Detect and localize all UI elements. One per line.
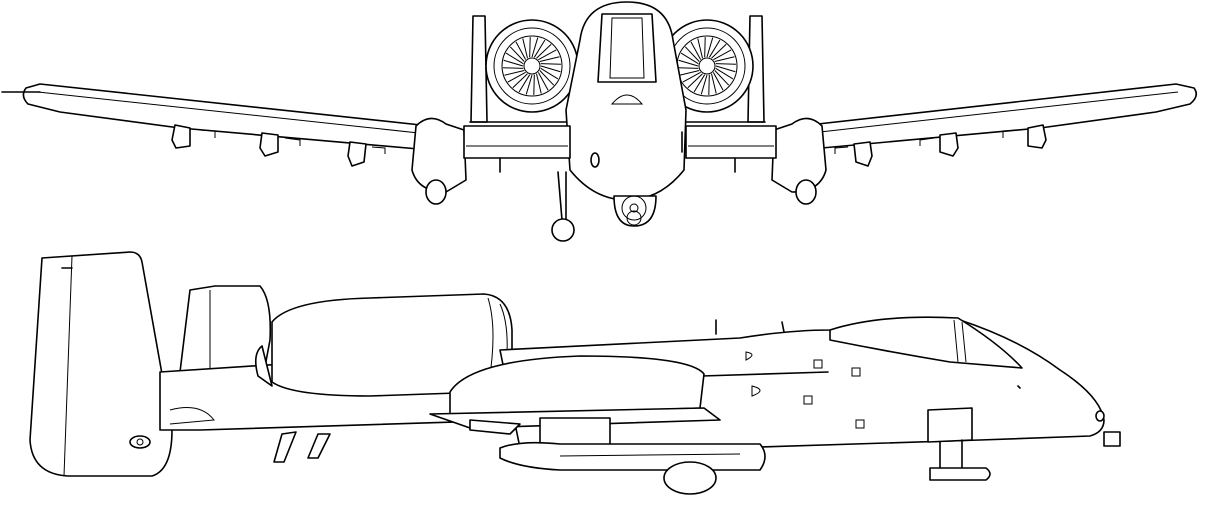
nose-gear-side [927,407,1121,481]
fan-blade [533,74,535,95]
fan-blade [711,73,717,94]
fan-blade [536,43,552,59]
fan-blade [708,39,721,58]
fan-blade [678,59,699,67]
fan-blade [537,72,549,91]
fan-blade [687,73,703,89]
fan-blade [704,37,706,58]
front-view [1,1,1198,242]
fan-blade [540,63,561,65]
fan-blade [540,67,559,80]
fan-blade [507,71,526,83]
fan-blade [714,56,735,62]
fan-blade [518,74,531,93]
fan-blade [684,46,700,62]
fan-blade [715,65,736,73]
fan-blade [682,71,701,83]
fan-blade [539,56,560,62]
fan-blade [529,37,531,58]
fan-blade [505,52,524,65]
fuselage-front [551,1,687,242]
underwing-stores-side [273,417,766,495]
left-wing [1,83,431,167]
fan-blade [679,70,700,76]
right-gear-pod [685,117,827,205]
fan-blade [706,37,714,58]
fan-blade [504,70,525,76]
fan-blade [538,49,557,61]
fan-blade [515,41,527,60]
fan-blade [697,38,703,59]
fan-blade [713,49,732,61]
fan-blade [522,38,528,59]
fan-blade [503,59,524,67]
fan-blade [503,67,524,69]
fan-blade [540,65,561,73]
right-wing [799,83,1198,167]
fan-blade [536,73,542,94]
side-view [29,251,1121,495]
fan-blade [690,41,702,60]
fan-blade [525,74,533,95]
fan-blade [533,39,546,58]
fan-blade [509,46,525,62]
fan-blade [539,70,555,86]
fan-blade [714,70,730,86]
fan-blade [712,72,724,91]
right-engine [660,19,754,113]
fan-blade [700,74,708,95]
fan-blade [531,37,539,58]
fan-blade [512,73,528,89]
fan-blade [693,74,706,93]
fan-blade [711,43,727,59]
fan-blade [708,74,710,95]
vertical-tail-near [29,251,173,477]
vertical-tail-far [179,285,272,373]
fan-blade [715,67,734,80]
fan-blade [680,52,699,65]
fan-blade [715,63,736,65]
twin-tails [469,15,766,123]
fan-blade [678,67,699,69]
left-gear-pod [411,117,571,205]
left-engine [485,19,579,113]
